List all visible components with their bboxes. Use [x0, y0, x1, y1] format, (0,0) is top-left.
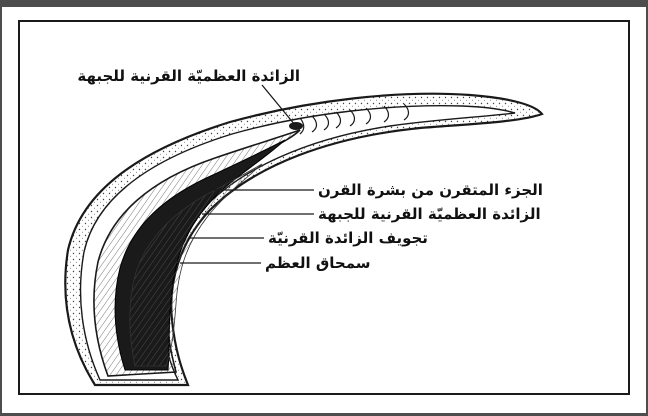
label-bony-process: الزائدة العظميّة القرنية للجبهة — [318, 205, 541, 223]
horn-tip-mark — [289, 122, 303, 130]
label-process-cavity: تجويف الزائدة القرنيّة — [268, 229, 428, 247]
label-bony-horn-process-top: الزائدة العظميّة القرنية للجبهة — [77, 67, 300, 85]
label-periosteum: سمحاق العظم — [265, 254, 371, 272]
label-horn-epidermis: الجزء المتقرن من بشرة القرن — [318, 181, 543, 199]
